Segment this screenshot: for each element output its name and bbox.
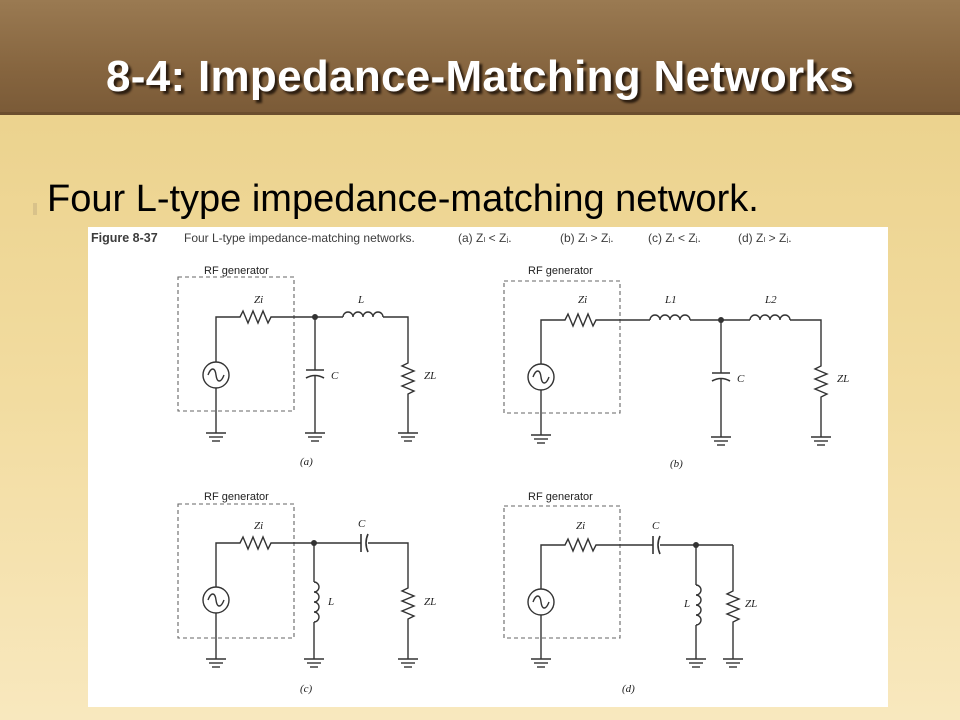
panel-c-generator-label: RF generator — [204, 491, 269, 503]
bullet-text: Four L-type impedance-matching network. — [47, 178, 759, 220]
panel-a-sub-label: (a) — [300, 456, 313, 468]
panel-d-capacitor-icon — [652, 535, 661, 555]
panel-c-source-icon — [202, 586, 230, 614]
figure-caption-a: (a) Zₗ < Zᵢ. — [458, 231, 512, 245]
panel-b-generator-label: RF generator — [528, 265, 593, 277]
figure-caption-b: (b) Zₗ > Zᵢ. — [560, 231, 614, 245]
panel-c: RF generator Zi C ZL L (c) — [177, 491, 436, 695]
panel-c-inductor-icon — [313, 581, 320, 623]
panel-b-source-icon — [527, 363, 555, 391]
panel-a-source-icon — [202, 361, 230, 389]
figure-caption-c: (c) Zₗ < Zᵢ. — [648, 231, 701, 245]
title-bar — [0, 0, 960, 115]
panel-b-sub-label: (b) — [670, 458, 683, 470]
panel-a-shunt-label: C — [331, 370, 339, 382]
panel-d: RF generator Zi C ZL L (d) — [503, 491, 757, 695]
panel-c-shunt-label: L — [327, 596, 334, 608]
panel-b-inductor2-icon — [749, 314, 791, 321]
figure-number: Figure 8-37 — [91, 231, 158, 245]
panel-c-zi-label: Zi — [254, 520, 263, 532]
panel-b-inductor1-icon — [649, 314, 691, 321]
panel-d-shunt-label: L — [683, 598, 690, 610]
panel-b-load-label: ZL — [837, 373, 849, 385]
panel-c-capacitor-icon — [360, 533, 369, 553]
panel-a: RF generator Zi L ZL C (a) — [177, 265, 436, 468]
panel-d-load-icon — [726, 586, 740, 628]
panel-d-generator-label: RF generator — [528, 491, 593, 503]
panel-a-series-label: L — [357, 294, 364, 306]
panel-b: RF generator Zi L1 L2 ZL C (b) — [503, 265, 849, 470]
circuit-figure: Figure 8-37 Four L-type impedance-matchi… — [88, 227, 888, 707]
panel-d-sub-label: (d) — [622, 683, 635, 695]
panel-d-inductor-icon — [695, 584, 702, 626]
panel-b-series2-label: L2 — [764, 294, 777, 306]
panel-d-source-icon — [527, 588, 555, 616]
figure-caption-d: (d) Zₗ > Zᵢ. — [738, 231, 792, 245]
panel-b-load-icon — [814, 361, 828, 403]
panel-a-generator-label: RF generator — [204, 265, 269, 277]
bullet-marker — [33, 203, 37, 215]
figure-caption-main: Four L-type impedance-matching networks. — [184, 231, 415, 245]
slide-title: 8-4: Impedance-Matching Networks — [106, 52, 854, 101]
panel-d-zi-label: Zi — [576, 520, 585, 532]
panel-b-series1-label: L1 — [664, 294, 677, 306]
panel-b-zi-label: Zi — [578, 294, 587, 306]
panel-a-load-label: ZL — [424, 370, 436, 382]
panel-a-load-icon — [401, 358, 415, 400]
circuit-diagram: Figure 8-37 Four L-type impedance-matchi… — [91, 231, 849, 695]
panel-c-series-label: C — [358, 518, 366, 530]
title-bar-underline — [0, 112, 960, 115]
panel-c-sub-label: (c) — [300, 683, 313, 695]
panel-a-inductor-icon — [342, 311, 384, 318]
panel-c-load-label: ZL — [424, 596, 436, 608]
panel-d-series-label: C — [652, 520, 660, 532]
panel-a-zi-label: Zi — [254, 294, 263, 306]
panel-c-load-icon — [401, 583, 415, 625]
panel-b-shunt-label: C — [737, 373, 745, 385]
panel-d-load-label: ZL — [745, 598, 757, 610]
